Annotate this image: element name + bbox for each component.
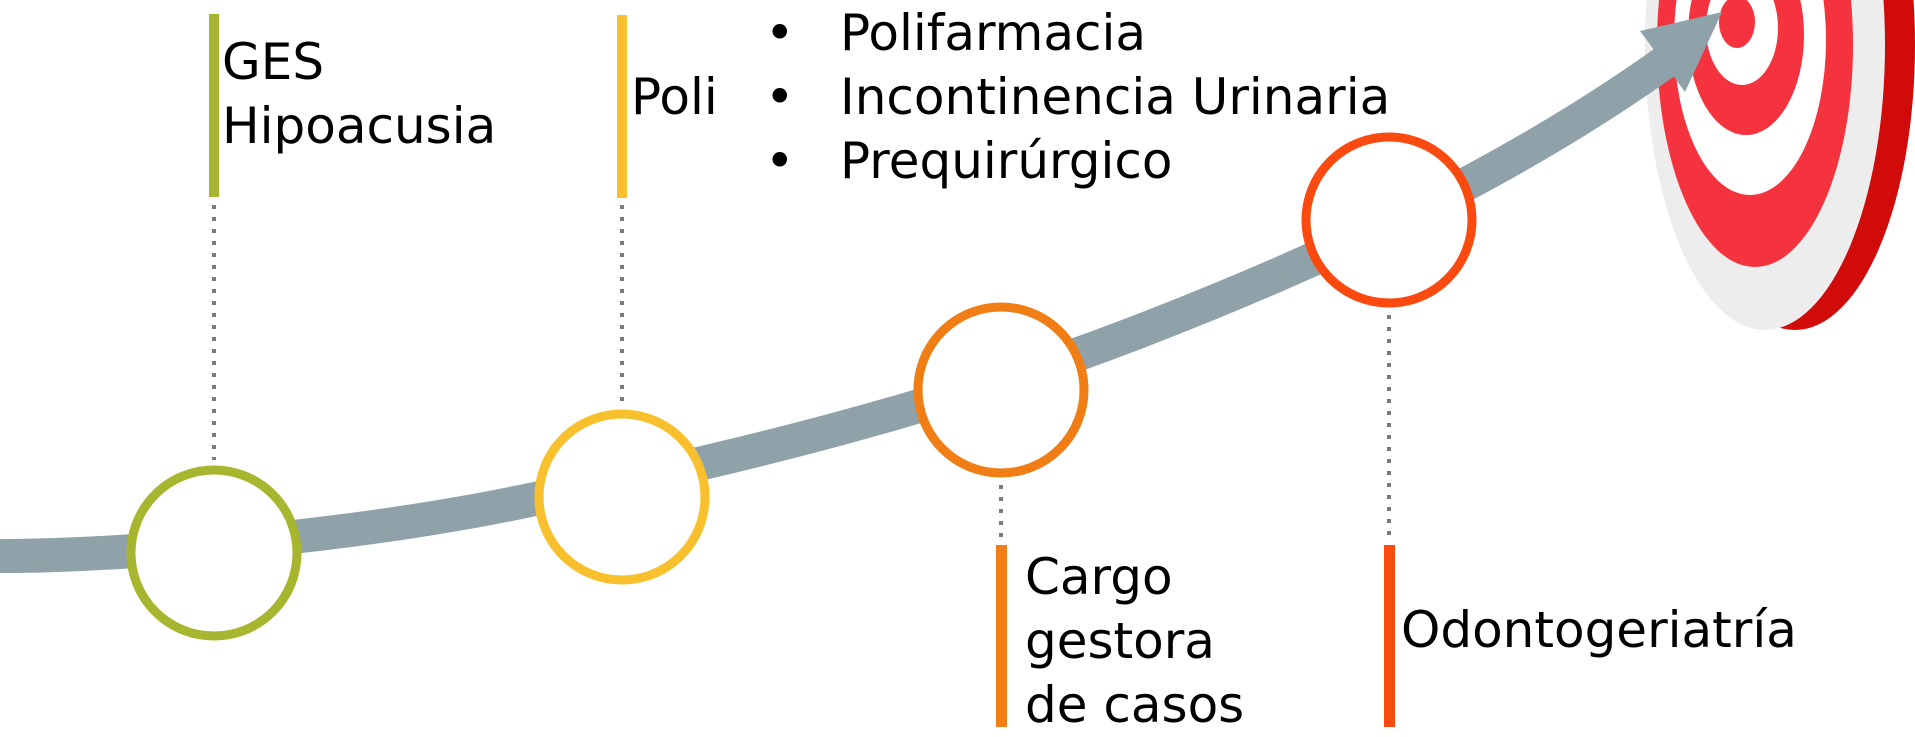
label-ges-hipoacusia: GES Hipoacusia (222, 30, 496, 158)
bar-cargo (996, 545, 1007, 727)
list-item: Incontinencia Urinaria (765, 65, 1390, 129)
target-icon (1645, 0, 1915, 330)
list-item: Prequirúrgico (765, 129, 1390, 193)
label-poli: Poli (631, 68, 718, 126)
label-cargo-line-2: gestora (1025, 612, 1215, 670)
poli-items-list: Polifarmacia Incontinencia Urinaria Preq… (765, 1, 1390, 193)
list-item: Polifarmacia (765, 1, 1390, 65)
milestone-circle-cargo (913, 302, 1089, 478)
label-odontogeriatria: Odontogeriatría (1401, 601, 1797, 659)
label-ges-line-2: Hipoacusia (222, 97, 497, 155)
bar-odonto (1384, 545, 1395, 727)
target-bullseye (1719, 0, 1755, 48)
label-ges-line-1: GES (222, 33, 325, 91)
milestone-circle-poli (534, 409, 710, 585)
label-cargo-line-3: de casos (1025, 676, 1245, 734)
label-cargo-gestora: Cargo gestora de casos (1025, 545, 1244, 737)
milestone-circle-ges (126, 465, 302, 641)
arrow-head (1640, 12, 1722, 92)
bar-ges (209, 14, 219, 197)
bar-poli (617, 15, 627, 198)
label-cargo-line-1: Cargo (1025, 548, 1173, 606)
